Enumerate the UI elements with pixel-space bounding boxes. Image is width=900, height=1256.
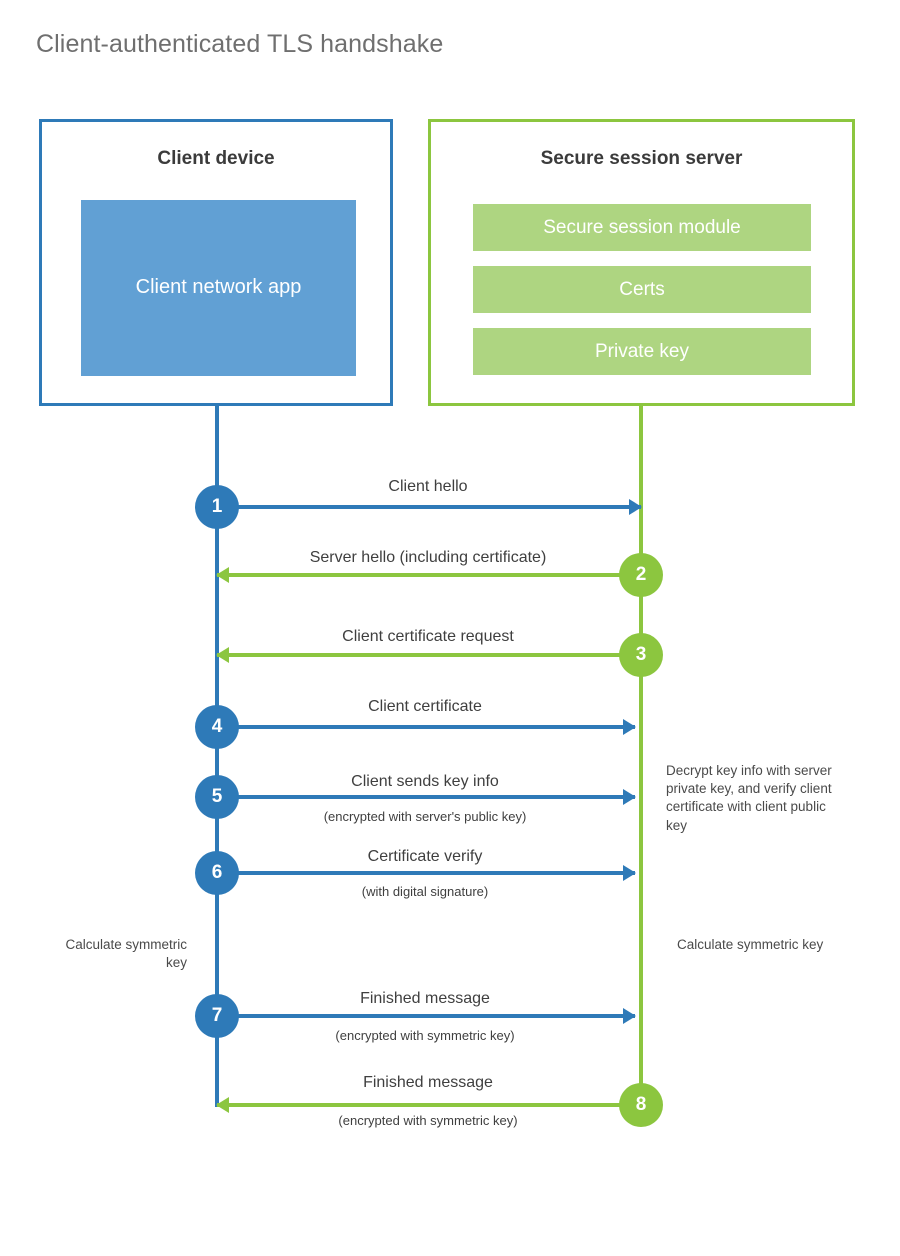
- client-calculate-symmetric-key-note: Calculate symmetric key: [65, 937, 187, 971]
- step-2-label: Server hello (including certificate): [309, 549, 547, 566]
- step-4-label: Client certificate: [368, 698, 482, 715]
- server-component-private-key: Private key: [473, 328, 811, 375]
- step-8-label: Finished message: [363, 1074, 493, 1091]
- secure-session-server-box: Secure session server Secure session mod…: [428, 119, 855, 406]
- client-network-app-block: Client network app: [81, 200, 356, 376]
- client-lifeline: [215, 404, 219, 1107]
- client-device-box: Client device Client network app: [39, 119, 393, 406]
- server-lifeline: [639, 404, 643, 1105]
- step-1-marker: 1: [195, 485, 239, 529]
- secure-session-server-title: Secure session server: [540, 148, 743, 169]
- step-2-marker: 2: [619, 553, 663, 597]
- step-4-arrow: [217, 719, 636, 735]
- step-5-label: Client sends key info: [351, 773, 499, 790]
- client-device-title: Client device: [157, 148, 275, 169]
- step-5-arrow: [217, 789, 636, 805]
- server-decrypt-note: Decrypt key info with server private key…: [666, 763, 832, 833]
- server-calculate-symmetric-key-note: Calculate symmetric key: [677, 937, 824, 952]
- step-2-arrow: [216, 567, 641, 583]
- step-6-label: Certificate verify: [367, 848, 483, 865]
- step-3-label: Client certificate request: [342, 628, 514, 645]
- server-component-certs: Certs: [473, 266, 811, 313]
- step-1-label: Client hello: [388, 478, 468, 495]
- step-6-arrow: [217, 865, 636, 881]
- step-6-marker: 6: [195, 851, 239, 895]
- server-component-secure-session-module: Secure session module: [473, 204, 811, 251]
- step-7-arrow: [217, 1008, 636, 1024]
- step-7-marker: 7: [195, 994, 239, 1038]
- step-8-sublabel: (encrypted with symmetric key): [338, 1113, 518, 1128]
- step-8-arrow: [216, 1097, 641, 1113]
- step-5-sublabel: (encrypted with server's public key): [323, 809, 527, 824]
- step-1-arrow: [217, 499, 642, 515]
- step-5-marker: 5: [195, 775, 239, 819]
- page-title: Client-authenticated TLS handshake: [36, 30, 444, 58]
- step-3-arrow: [216, 647, 641, 663]
- step-7-sublabel: (encrypted with symmetric key): [335, 1028, 515, 1043]
- step-7-label: Finished message: [360, 990, 490, 1007]
- step-3-marker: 3: [619, 633, 663, 677]
- step-8-marker: 8: [619, 1083, 663, 1127]
- step-4-marker: 4: [195, 705, 239, 749]
- step-6-sublabel: (with digital signature): [361, 884, 489, 899]
